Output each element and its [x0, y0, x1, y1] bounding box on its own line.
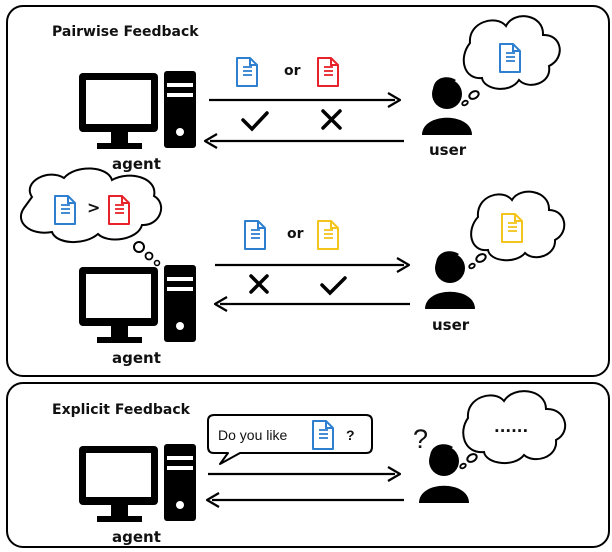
response-arrow: [205, 492, 404, 508]
blue-document-icon: [499, 43, 521, 73]
or-label: or: [287, 226, 304, 242]
user-thought-ellipsis: ......: [494, 418, 529, 436]
request-arrow: [208, 466, 402, 482]
response-arrow: [203, 133, 404, 149]
cross-mark-icon: [321, 109, 342, 130]
blue-document-icon: [236, 57, 258, 87]
cross-mark-icon: [249, 274, 269, 294]
check-mark-icon: [320, 276, 347, 296]
blue-document-icon: [54, 195, 76, 225]
question-suffix: ?: [346, 427, 355, 443]
pairwise-panel: [6, 5, 610, 377]
yellow-document-icon: [501, 213, 523, 243]
user-label: user: [429, 141, 467, 159]
yellow-document-icon: [317, 220, 339, 250]
user-person-icon: [419, 444, 469, 503]
agent-computer-icon: [79, 444, 196, 522]
red-document-icon: [317, 57, 339, 87]
user-person-icon: [422, 77, 472, 135]
or-label: or: [284, 63, 301, 79]
explicit-feedback-title: Explicit Feedback: [52, 402, 190, 418]
preference-symbol: >: [87, 198, 101, 217]
request-arrow: [209, 92, 402, 108]
agent-computer-icon: [79, 265, 196, 343]
agent-label: agent: [112, 528, 161, 546]
blue-document-icon: [312, 420, 334, 450]
user-thought-cloud: [459, 390, 567, 470]
red-document-icon: [108, 195, 130, 225]
agent-label: agent: [112, 155, 161, 173]
agent-computer-icon: [79, 71, 196, 149]
response-arrow: [213, 296, 410, 312]
pairwise-feedback-title: Pairwise Feedback: [52, 24, 199, 40]
question-text: Do you like: [218, 427, 288, 443]
question-mark-symbol: ?: [413, 424, 429, 454]
user-person-icon: [425, 251, 475, 309]
blue-document-icon: [244, 220, 266, 250]
explicit-panel: [6, 382, 610, 548]
user-label: user: [432, 316, 470, 334]
request-arrow: [215, 257, 411, 273]
check-mark-icon: [241, 111, 269, 132]
agent-label: agent: [112, 349, 161, 367]
